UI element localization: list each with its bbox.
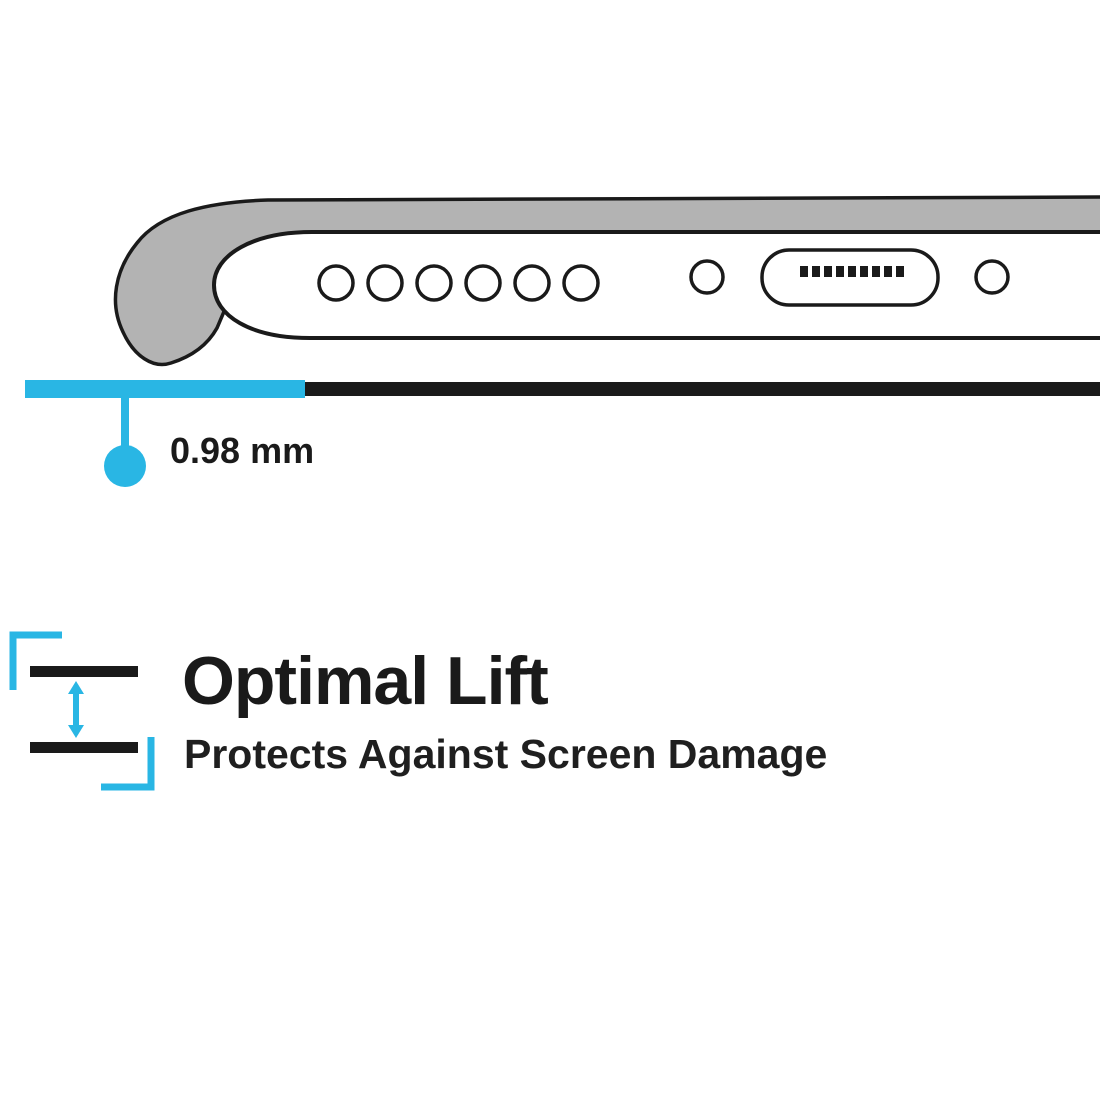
speaker-hole <box>366 264 404 302</box>
charging-port-outline <box>760 248 940 307</box>
screw-hole-right <box>974 259 1010 295</box>
measurement-leader-line <box>121 398 129 448</box>
speaker-hole <box>513 264 551 302</box>
charging-port-pins <box>800 266 904 277</box>
gap-bottom-bar <box>30 742 138 753</box>
bracket-top-left <box>9 631 62 690</box>
measurement-dot <box>104 445 146 487</box>
phone-bottom-edge-illustration <box>113 195 1100 367</box>
feature-subtitle: Protects Against Screen Damage <box>184 731 828 777</box>
baseline-black-segment <box>305 382 1100 396</box>
feature-title: Optimal Lift <box>182 643 549 719</box>
gap-top-bar <box>30 666 138 677</box>
double-arrow-vertical <box>68 681 84 738</box>
screw-hole-left <box>689 259 725 295</box>
lift-gap-arrows-icon <box>9 631 155 791</box>
speaker-hole <box>464 264 502 302</box>
speaker-hole <box>317 264 355 302</box>
measurement-callout <box>104 398 146 487</box>
charging-port <box>760 248 940 307</box>
surface-baseline <box>25 380 1100 398</box>
speaker-hole <box>415 264 453 302</box>
speaker-hole <box>562 264 600 302</box>
measurement-value-label: 0.98 mm <box>170 430 315 471</box>
baseline-cyan-segment <box>25 380 305 398</box>
speaker-holes <box>317 264 600 302</box>
bracket-bottom-right <box>101 737 155 791</box>
